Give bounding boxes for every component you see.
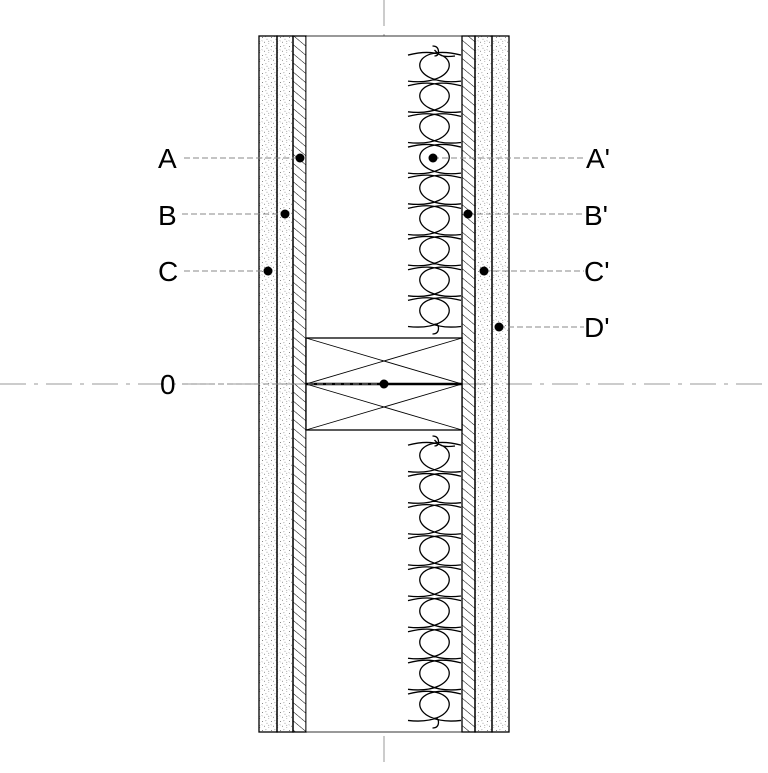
insulation-lower xyxy=(407,439,462,722)
label-d-prime: D' xyxy=(584,312,610,343)
label-c-prime: C' xyxy=(584,256,610,287)
right-hatched-sheathing xyxy=(461,35,476,733)
stud-lower-cross-b xyxy=(305,383,463,431)
right-outer-board xyxy=(491,35,510,733)
right-middle-board xyxy=(474,35,493,733)
label-b-prime: B' xyxy=(584,200,608,231)
measurement-points xyxy=(263,153,504,389)
insulation-batts xyxy=(407,45,462,729)
point-b-prime xyxy=(463,209,473,219)
point-d-prime xyxy=(494,322,504,332)
label-a: A xyxy=(158,143,177,174)
point-c xyxy=(263,266,273,276)
insulation-upper xyxy=(407,49,462,328)
label-b: B xyxy=(158,200,177,231)
stud-upper-cross-b xyxy=(305,337,463,385)
label-a-prime: A' xyxy=(586,143,610,174)
point-labels: A B C 0 A' B' C' D' xyxy=(158,143,610,400)
insulation-upper-bottom-hook xyxy=(432,323,440,335)
point-0 xyxy=(379,379,389,389)
point-a xyxy=(295,153,305,163)
point-b xyxy=(280,209,290,219)
insulation-lower-top-hook xyxy=(432,435,440,447)
point-c-prime xyxy=(479,266,489,276)
leader-lines xyxy=(182,157,586,385)
insulation-upper-top-hook xyxy=(432,45,440,57)
label-0: 0 xyxy=(160,369,176,400)
insulation-lower-bottom-hook xyxy=(432,717,440,729)
point-a-prime xyxy=(428,153,438,163)
label-c: C xyxy=(158,256,178,287)
